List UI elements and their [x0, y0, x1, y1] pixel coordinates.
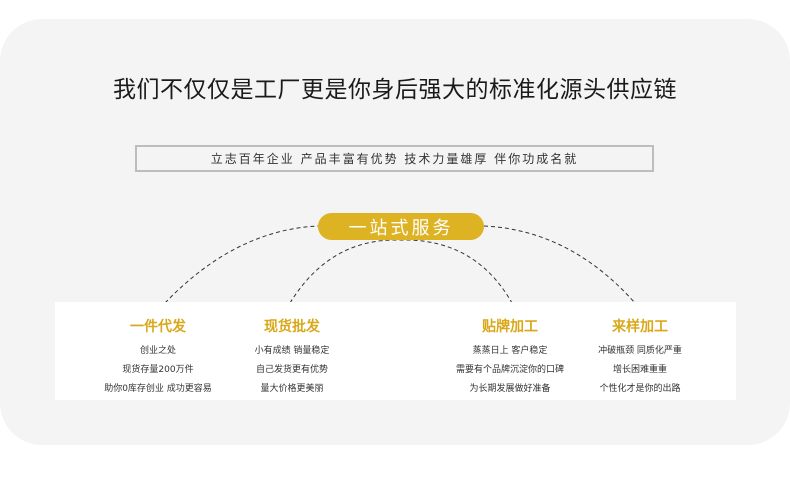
service-line: 为长期发展做好准备: [469, 384, 551, 394]
service-line: 创业之处: [139, 346, 176, 356]
page-headline: 我们不仅仅是工厂更是你身后强大的标准化源头供应链: [113, 77, 677, 103]
arc-outer: [483, 225, 636, 304]
service-title: 贴牌加工: [482, 319, 538, 335]
service-line: 个性化才是你的出路: [599, 384, 681, 394]
service-column: 来样加工 冲破瓶颈 同质化严重 增长困难重重 个性化才是你的出路: [560, 302, 720, 399]
arc-inner: [289, 239, 513, 304]
service-column: 一件代发 创业之处 现货存量200万件 助你0库存创业 成功更容易: [78, 302, 238, 399]
service-column: 贴牌加工 蒸蒸日上 客户稳定 需要有个品牌沉淀你的口碑 为长期发展做好准备: [430, 302, 590, 399]
service-title: 来样加工: [612, 319, 668, 335]
one-stop-service-pill: 一站式服务: [318, 213, 484, 240]
service-column: 现货批发 小有成绩 销量稳定 自己发货更有优势 量大价格更美丽: [212, 302, 372, 399]
arc-outer: [164, 225, 319, 304]
service-line: 冲破瓶颈 同质化严重: [598, 346, 682, 356]
service-title: 现货批发: [264, 319, 320, 335]
service-line: 蒸蒸日上 客户稳定: [472, 346, 548, 356]
service-line: 助你0库存创业 成功更容易: [104, 384, 212, 394]
pill-label: 一站式服务: [348, 217, 454, 239]
services-card: 一件代发 创业之处 现货存量200万件 助你0库存创业 成功更容易 现货批发 小…: [55, 302, 736, 400]
service-line: 增长困难重重: [612, 365, 667, 375]
service-line: 需要有个品牌沉淀你的口碑: [455, 365, 564, 375]
tagline-box: 立志百年企业 产品丰富有优势 技术力量雄厚 伴你功成名就: [135, 145, 654, 172]
service-title: 一件代发: [130, 319, 186, 335]
service-line: 小有成绩 销量稳定: [254, 346, 330, 356]
tagline-text: 立志百年企业 产品丰富有优势 技术力量雄厚 伴你功成名就: [210, 152, 579, 166]
service-line: 量大价格更美丽: [260, 384, 324, 394]
service-line: 现货存量200万件: [122, 365, 194, 375]
service-line: 自己发货更有优势: [255, 365, 328, 375]
